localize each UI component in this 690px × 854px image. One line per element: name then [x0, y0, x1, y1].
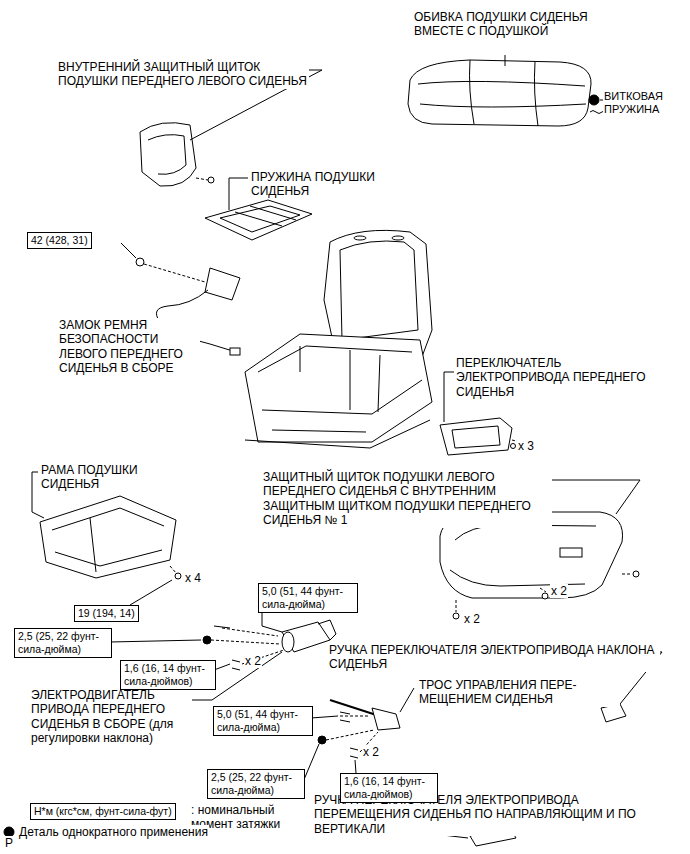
torque-box: 1,6 (16, 14 фунт-сила-дюймов) [120, 660, 216, 690]
part-name-label: ЗАМОК РЕМНЯ БЕЗОПАСНОСТИ ЛЕВОГО ПЕРЕДНЕГ… [58, 318, 200, 376]
quantity-label: x 2 [244, 654, 262, 668]
quantity-label: x 2 [362, 745, 380, 759]
torque-value: 42 (428, 31) [31, 234, 88, 246]
torque-value: Н*м (кгс*см, фунт-сила-фут) [34, 805, 172, 817]
part-name-label: РАМА ПОДУШКИ СИДЕНЬЯ [40, 463, 152, 492]
torque-value: 5,0 (51, 44 фунт-сила-дюйма) [217, 708, 298, 733]
part-name-label: ТРОС УПРАВЛЕНИЯ ПЕРЕ- МЕЩЕНИЕМ СИДЕНЬЯ [418, 678, 620, 707]
torque-value: 2,5 (25, 22 фунт-сила-дюйма) [18, 630, 99, 655]
part-name-label: ВИТКОВАЯ ПРУЖИНА [603, 90, 689, 116]
part-name-label: ЗАЩИТНЫЙ ЩИТОК ПОДУШКИ ЛЕВОГО ПЕРЕДНЕГО … [262, 470, 552, 528]
part-name-label: ПЕРЕКЛЮЧАТЕЛЬ ЭЛЕКТРОПРИВОДА ПЕРЕДНЕГО С… [455, 356, 662, 399]
torque-box: 19 (194, 14) [74, 605, 139, 622]
torque-box: 2,5 (25, 22 фунт-сила-дюйма) [207, 769, 305, 799]
part-name-label: ВНУТРЕННИЙ ЗАЩИТНЫЙ ЩИТОК ПОДУШКИ ПЕРЕДН… [57, 60, 309, 89]
torque-box: 2,5 (25, 22 фунт-сила-дюйма) [14, 628, 112, 658]
torque-value: 1,6 (16, 14 фунт-сила-дюймов) [124, 662, 205, 687]
torque-box: 1,6 (16, 14 фунт-сила-дюймов) [340, 773, 438, 803]
torque-value: 1,6 (16, 14 фунт-сила-дюймов) [344, 775, 425, 800]
quantity-label: P [4, 836, 14, 850]
part-name-label: ПРУЖИНА ПОДУШКИ СИДЕНЬЯ [250, 170, 387, 199]
part-name-label: ОБИВКА ПОДУШКИ СИДЕНЬЯ ВМЕСТЕ С ПОДУШКОЙ [413, 10, 610, 39]
torque-value: 19 (194, 14) [78, 607, 135, 619]
quantity-label: x 2 [550, 584, 568, 598]
torque-box: 5,0 (51, 44 фунт-сила-дюйма) [258, 583, 358, 613]
torque-value: 2,5 (25, 22 фунт-сила-дюйма) [211, 771, 292, 796]
quantity-label: x 4 [184, 571, 202, 585]
torque-box: 5,0 (51, 44 фунт-сила-дюйма) [213, 706, 313, 736]
torque-box: Н*м (кгс*см, фунт-сила-фут) [30, 803, 176, 820]
quantity-label: x 3 [517, 439, 535, 453]
part-name-label: ЭЛЕКТРОДВИГАТЕЛЬ ПРИВОДА ПЕРЕДНЕГО СИДЕН… [30, 688, 192, 746]
legend-text: Деталь однократного применения [18, 825, 209, 839]
part-name-label: РУЧКА ПЕРЕКЛЮЧАТЕЛЯ ЭЛЕКТРОПРИВОДА НАКЛО… [328, 643, 660, 672]
torque-value: 5,0 (51, 44 фунт-сила-дюйма) [262, 585, 343, 610]
quantity-label: x 2 [463, 612, 481, 626]
torque-box: 42 (428, 31) [27, 232, 92, 249]
